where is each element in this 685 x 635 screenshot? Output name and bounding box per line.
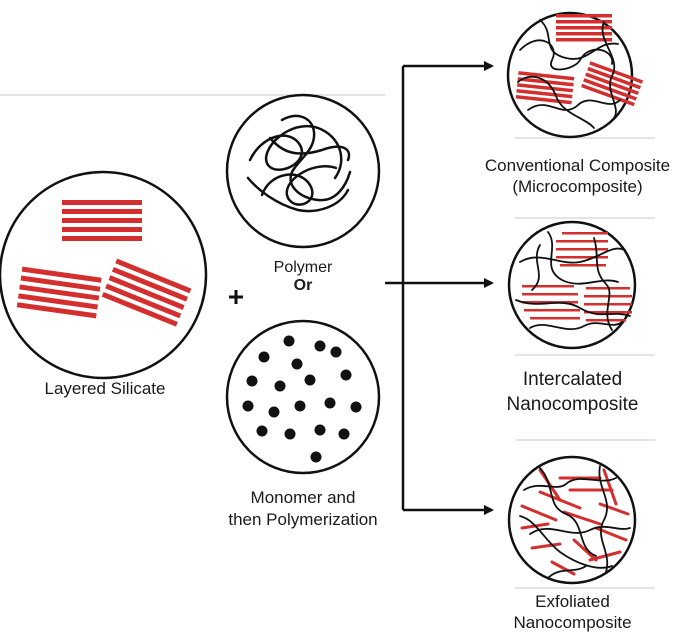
monomer-circle	[225, 319, 381, 475]
or-connector: Or	[293, 277, 313, 294]
exfoliated-nanocomposite-circle	[507, 455, 637, 585]
microcomposite-label: (Microcomposite)	[512, 177, 643, 196]
conventional-composite-circle	[506, 11, 644, 139]
intercalated-nanocomposite-circle	[507, 220, 637, 350]
intercalated-label: Intercalated	[522, 369, 623, 390]
intercalated-nanocomposite-label: Nanocomposite	[506, 394, 639, 415]
polymer-label: Polymer	[273, 259, 333, 276]
plus-icon	[229, 290, 243, 304]
layered-silicate-label: Layered Silicate	[44, 379, 166, 398]
arrow-icon	[385, 61, 494, 515]
exfoliated-nanocomposite-label: Nanocomposite	[513, 613, 632, 632]
background-frame	[0, 94, 655, 589]
conventional-composite-label: Conventional Composite	[484, 156, 671, 175]
layered-silicate-circle	[0, 170, 208, 380]
exfoliated-label: Exfoliated	[535, 592, 610, 611]
monomer-label-line2: then Polymerization	[228, 510, 378, 529]
polymer-circle	[225, 93, 381, 249]
monomer-label-line1: Monomer and	[250, 488, 356, 507]
